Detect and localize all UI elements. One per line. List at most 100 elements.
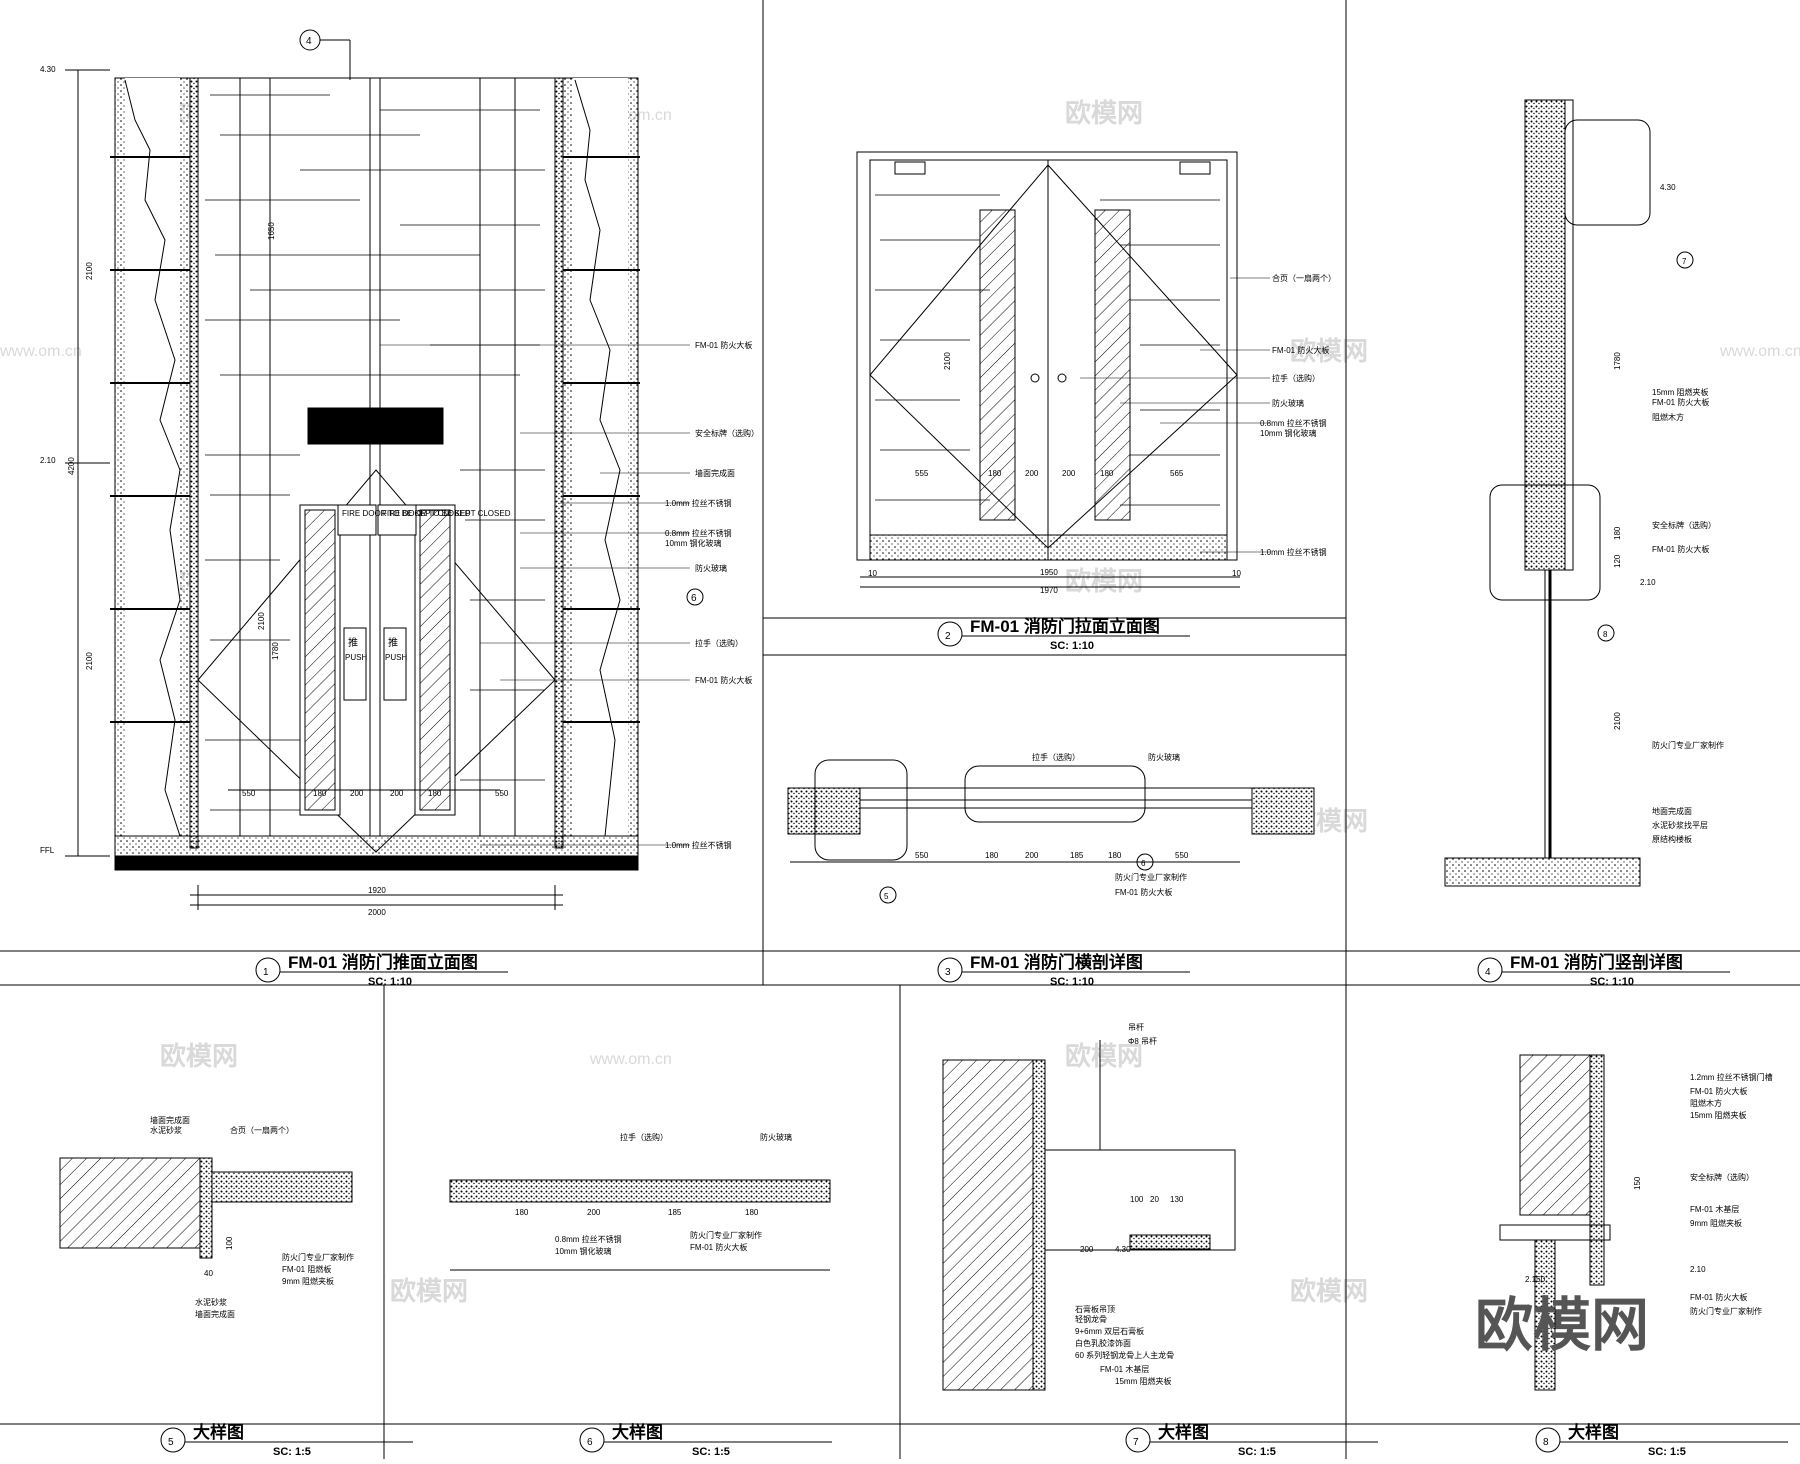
title-scale: SC: 1:5	[692, 1446, 730, 1458]
level-4-30: 4.30	[40, 65, 56, 74]
title-bubble	[160, 1427, 186, 1453]
p3-dim: 180	[985, 851, 999, 860]
note: 白色乳胶漆饰面	[1075, 1338, 1131, 1348]
title-bubble	[937, 621, 963, 647]
note: FM-01 防火大板	[695, 675, 752, 685]
section-mark-8: 8	[1603, 630, 1608, 639]
panel-4-vertical-section: 4.30 1780 2100 180 120 2.10 15mm 阻燃夹板 FM…	[1444, 99, 1724, 887]
title-text: FM-01 消防门拉面立面图	[970, 616, 1160, 636]
p7-dim: 130	[1170, 1195, 1184, 1204]
panel-3-horizontal-section: 550 180 200 185 180 550 拉手（选购） 防火玻璃 防火门专…	[787, 752, 1315, 904]
p2-dim: 200	[1062, 469, 1076, 478]
inner-dim-2100: 2100	[257, 612, 266, 630]
title-bubble	[1535, 1427, 1561, 1453]
note: 拉手（选购）	[620, 1132, 668, 1142]
title-text: 大样图	[193, 1422, 244, 1442]
note: 墙面完成面	[695, 468, 735, 478]
bottom-dim: 180	[428, 789, 442, 798]
section-mark-6: 6	[1141, 859, 1146, 868]
note: FM-01 防火大板	[1652, 544, 1709, 554]
p5-dim: 40	[204, 1269, 213, 1278]
note: FM-01 防火大板	[1272, 345, 1329, 355]
p6-dim: 200	[587, 1208, 601, 1217]
note: 1.0mm 拉丝不锈钢	[665, 840, 732, 850]
note: 9+6mm 双层石膏板	[1075, 1326, 1144, 1336]
note: FM-01 防火大板	[690, 1242, 747, 1252]
p2-dim: 200	[1025, 469, 1039, 478]
p2-dim: 180	[1100, 469, 1114, 478]
title-number: 3	[945, 967, 951, 978]
watermark: 欧模网	[1065, 1041, 1143, 1071]
p3-dim: 180	[1108, 851, 1122, 860]
watermark: 欧模网	[1065, 566, 1143, 596]
bottom-dim: 200	[390, 789, 404, 798]
note: 阻燃木方	[1690, 1098, 1722, 1108]
p7-dim: 20	[1150, 1195, 1159, 1204]
note: 水泥砂浆找平层	[1652, 820, 1708, 830]
note: 0.8mm 拉丝不锈钢	[665, 528, 732, 538]
section-mark-6: 6	[691, 593, 697, 604]
p2-side: 10	[868, 569, 877, 578]
panel-1-push-elevation: FIRE DOOR TO BE KEPT CLOSED FIRE DOOR TO…	[40, 29, 759, 917]
note: 安全标牌（选购）	[1690, 1172, 1754, 1182]
p6-dim: 185	[668, 1208, 682, 1217]
note: 60 系列轻钢龙骨上人主龙骨	[1075, 1350, 1174, 1360]
note: 防火门专业厂家制作	[690, 1230, 762, 1240]
p5-dim: 100	[225, 1236, 234, 1250]
p2-dim: 555	[915, 469, 929, 478]
panel-7-detail: 吊杆 Φ8 吊杆 石膏板吊顶 轻钢龙骨 9+6mm 双层石膏板 白色乳胶漆饰面 …	[942, 1022, 1236, 1391]
title-text: 大样图	[1158, 1422, 1209, 1442]
push-label-en-right: PUSH	[385, 653, 407, 662]
title-number: 6	[587, 1437, 593, 1448]
note: FM-01 防火大板	[1690, 1292, 1747, 1302]
note: 10mm 钢化玻璃	[555, 1246, 611, 1256]
watermark-url: www.om.cn	[0, 343, 82, 360]
note: 石膏板吊顶	[1075, 1304, 1115, 1314]
push-label-cn-left: 推	[348, 636, 358, 649]
note: 墙面完成面	[150, 1115, 190, 1125]
section-mark-4: 4	[306, 36, 312, 47]
note: 吊杆	[1128, 1022, 1144, 1032]
watermark: 欧模网	[1290, 336, 1368, 366]
note: FM-01 阻燃板	[282, 1264, 331, 1274]
fire-door-sign-left: FIRE DOOR TO BE KEPT CLOSED	[342, 509, 471, 518]
p4-dim: 180	[1613, 526, 1622, 540]
title-number: 8	[1543, 1437, 1549, 1448]
note: 9mm 阻燃夹板	[282, 1276, 334, 1286]
title-number: 4	[1485, 967, 1491, 978]
height-total: 4200	[67, 457, 76, 475]
brand-watermark: 欧模网	[1475, 1293, 1649, 1358]
note: 安全标牌（选购）	[1652, 520, 1716, 530]
note: 0.8mm 拉丝不锈钢	[555, 1234, 622, 1244]
note: FM-01 防火大板	[695, 340, 752, 350]
title-scale: SC: 1:5	[273, 1446, 311, 1458]
title-scale: SC: 1:10	[368, 976, 412, 988]
fire-door-sign-right: FIRE DOOR TO BE KEPT CLOSED	[382, 509, 511, 518]
panel-6-detail: 拉手（选购） 防火玻璃 防火门专业厂家制作 FM-01 防火大板 0.8mm 拉…	[449, 1132, 831, 1271]
title-number: 5	[168, 1437, 174, 1448]
title-scale: SC: 1:5	[1648, 1446, 1686, 1458]
p2-side: 10	[1232, 569, 1241, 578]
watermark: 欧模网	[1290, 1276, 1368, 1306]
width-inner: 1920	[368, 886, 386, 895]
note: FM-01 防火大板	[1690, 1086, 1747, 1096]
note: FM-01 木基层	[1100, 1364, 1149, 1374]
watermark-url: www.om.cn	[589, 1051, 672, 1068]
p8-level: 2.150	[1525, 1275, 1546, 1284]
p6-dim: 180	[515, 1208, 529, 1217]
note: 15mm 阻燃夹板	[1690, 1110, 1746, 1120]
bottom-dim: 180	[313, 789, 327, 798]
title-number: 7	[1133, 1437, 1139, 1448]
panel-2-pull-elevation: 2100 555 180 200 200 180 565 1950 1970 1…	[856, 151, 1336, 595]
note: 水泥砂浆	[150, 1125, 182, 1135]
p2-width-inner: 1950	[1040, 568, 1058, 577]
p4-dim: 120	[1613, 554, 1622, 568]
note: 原结构楼板	[1652, 834, 1692, 844]
push-label-cn-right: 推	[388, 636, 398, 649]
